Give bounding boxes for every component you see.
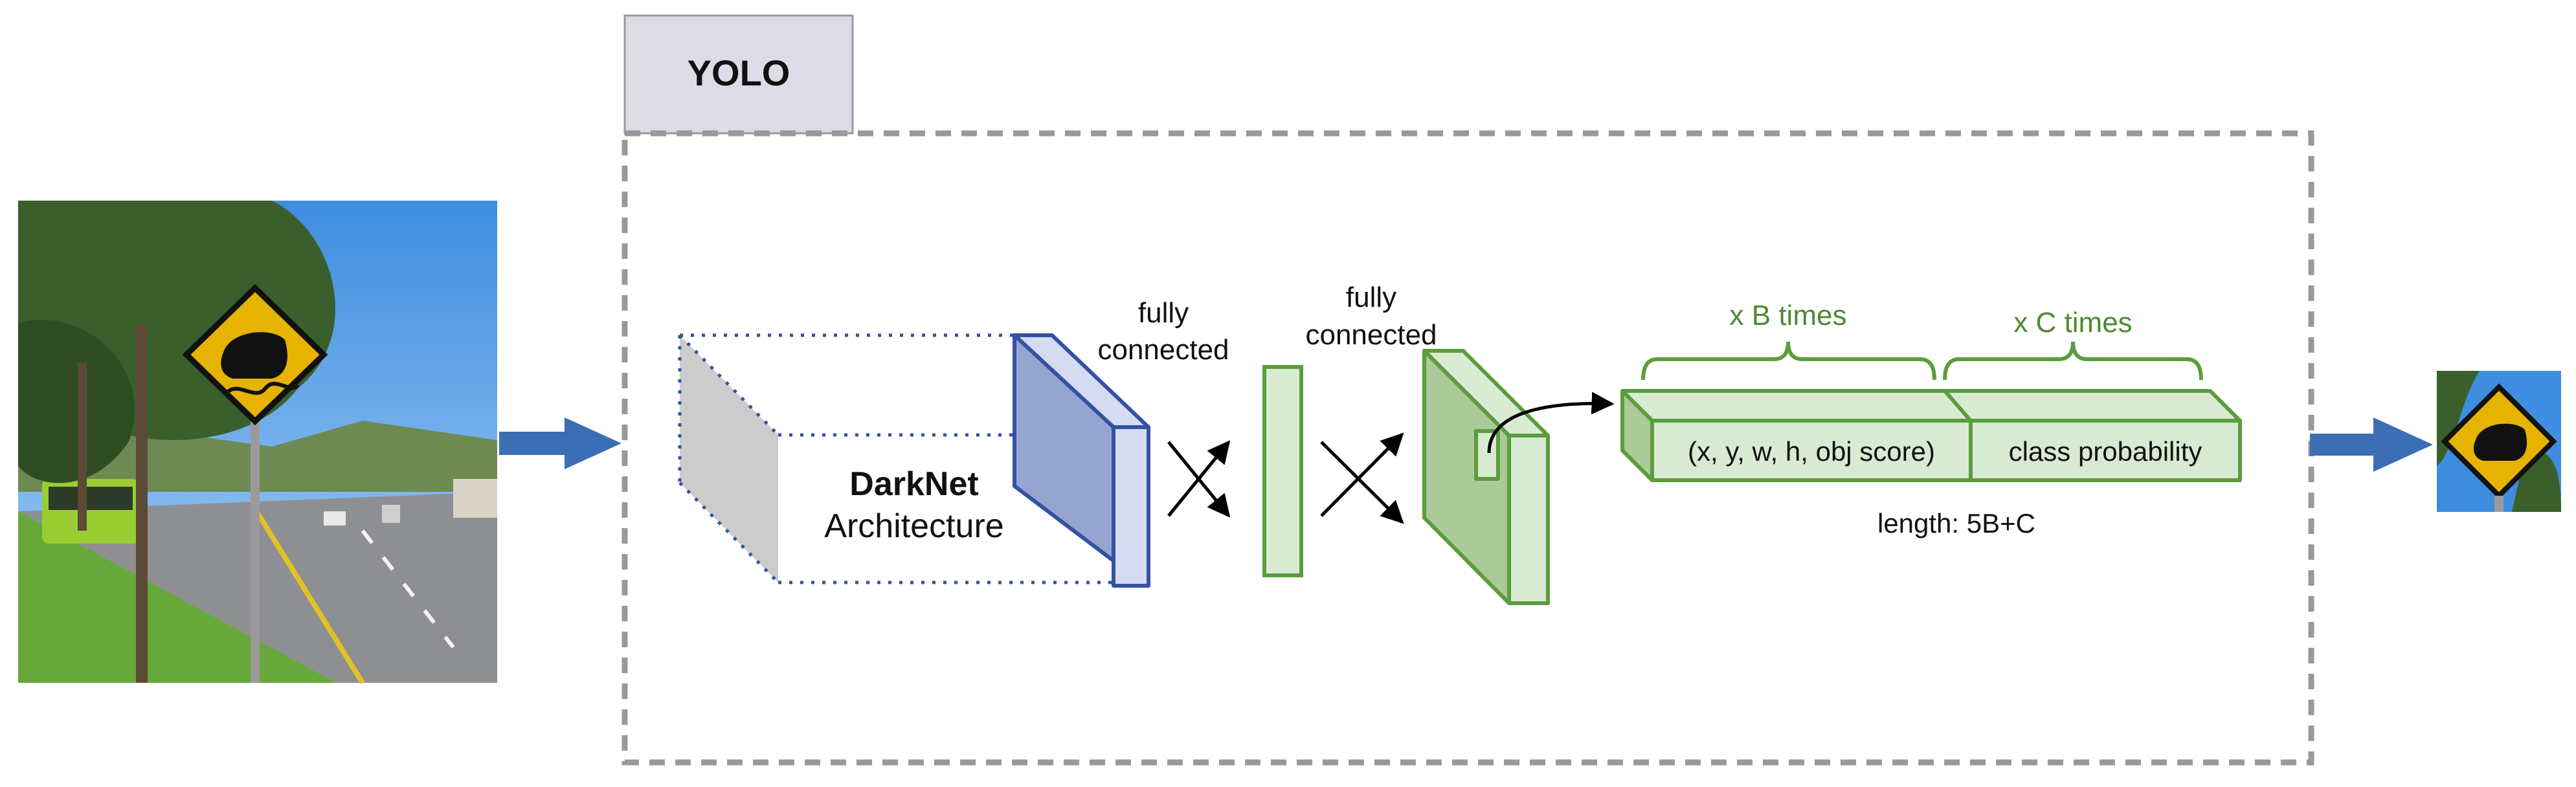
input-arrow bbox=[499, 417, 622, 469]
fc1-label-line1: fully bbox=[1138, 297, 1189, 329]
class-brace bbox=[1943, 341, 2203, 381]
class-cell bbox=[1969, 419, 2242, 482]
class-brace-label: x C times bbox=[2013, 307, 2132, 338]
fc1-cross-arrows bbox=[1167, 440, 1231, 518]
length-label: length: 5B+C bbox=[1877, 508, 2035, 538]
bbox-brace bbox=[1641, 341, 1936, 381]
darknet-block: DarkNet Architecture bbox=[678, 333, 1150, 588]
detected-sign-crop bbox=[2437, 371, 2561, 512]
darknet-subtitle: Architecture bbox=[824, 507, 1003, 545]
class-cell-label: class probability bbox=[2009, 436, 2202, 467]
fc-vector-layer bbox=[1262, 365, 1303, 577]
darknet-dotted-outline bbox=[678, 333, 1114, 584]
output-arrow bbox=[2310, 417, 2433, 472]
output-vector: x B times x C times (x, y, w, h, obj sco… bbox=[1620, 300, 2242, 538]
output-tensor-cuboid bbox=[1422, 349, 1550, 605]
yolo-title: YOLO bbox=[688, 52, 790, 93]
input-road-photo bbox=[18, 201, 497, 685]
bbox-cell-label: (x, y, w, h, obj score) bbox=[1688, 436, 1935, 467]
fc2-label-line1: fully bbox=[1346, 282, 1396, 313]
darknet-output-cuboid bbox=[1013, 333, 1150, 588]
bbox-cell bbox=[1650, 419, 1973, 482]
cell-to-vector-arrow bbox=[1487, 392, 1615, 454]
fc2-label-line2: connected bbox=[1305, 319, 1437, 351]
bbox-brace-label: x B times bbox=[1730, 300, 1847, 331]
darknet-input-plane bbox=[680, 335, 778, 582]
darknet-name: DarkNet bbox=[849, 465, 978, 503]
yolo-tab: YOLO bbox=[623, 14, 854, 135]
fc1-label-line2: connected bbox=[1097, 334, 1229, 366]
fc2-cross-arrows bbox=[1320, 432, 1404, 524]
